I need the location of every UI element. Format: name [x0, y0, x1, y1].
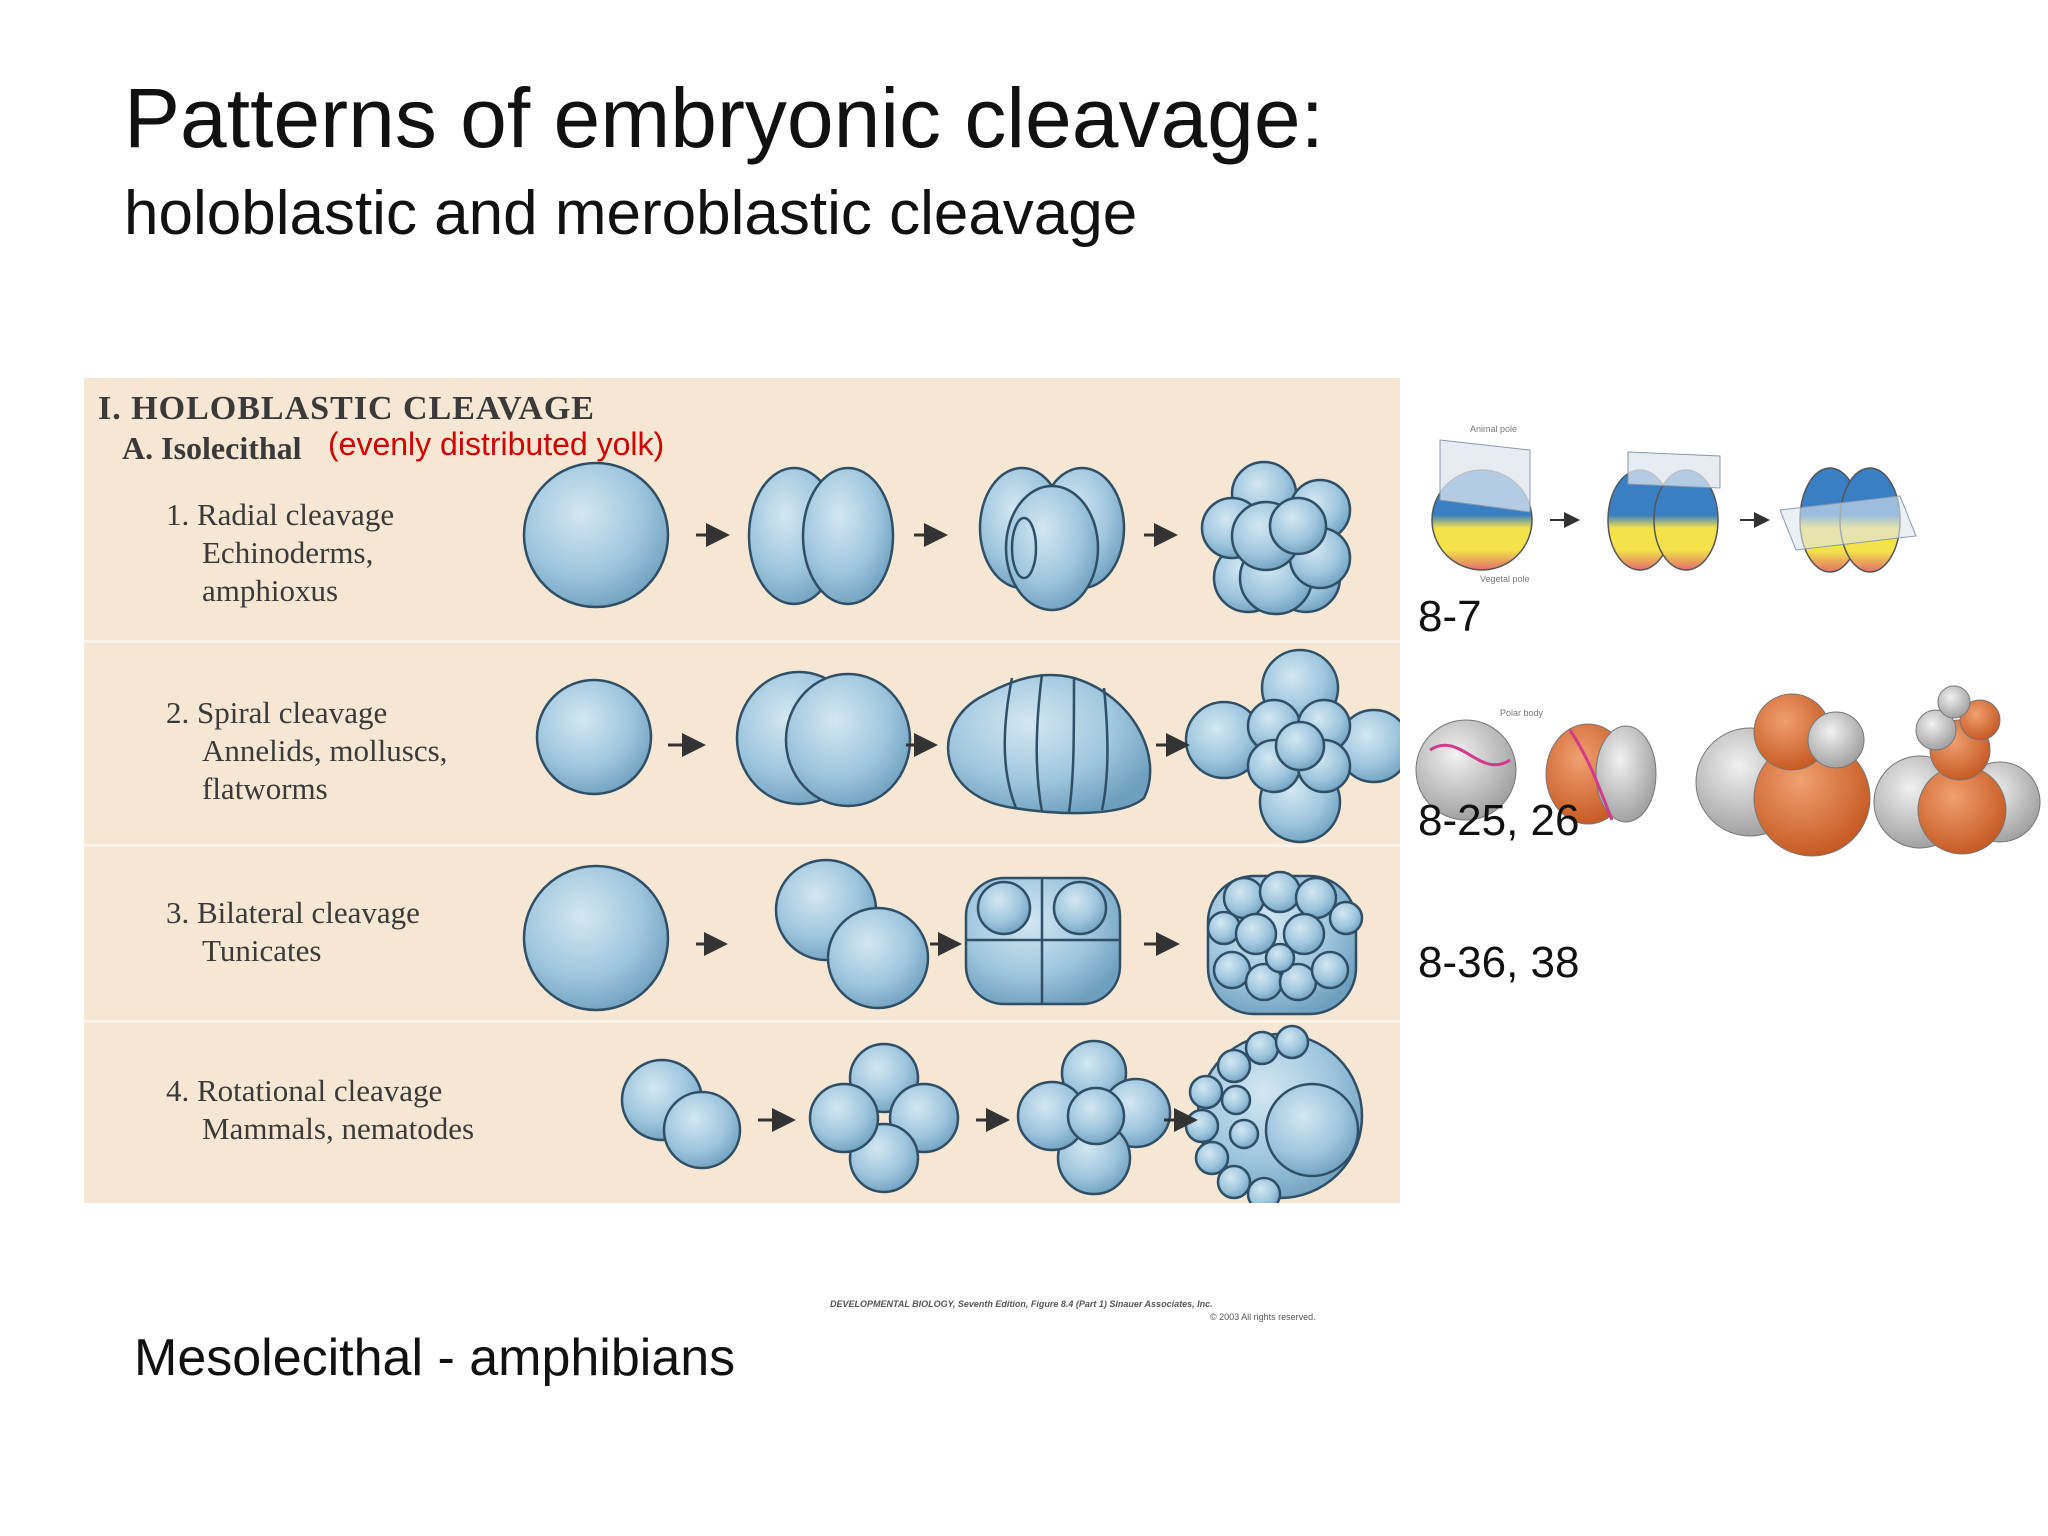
radial-stage-3	[978, 466, 1126, 612]
spiral-stage-4	[1184, 648, 1400, 844]
progression-arrows	[668, 523, 1198, 1132]
figure-reference-1: 8-7	[1418, 592, 1482, 641]
figure-reference-2: 8-25, 26	[1418, 796, 1580, 845]
bilateral-stage-2	[774, 858, 930, 1010]
row-label-line: Tunicates	[202, 933, 322, 968]
row-label-rotational: 4. Rotational cleavage Mammals, nematode…	[166, 1072, 474, 1148]
row-label-line: flatworms	[202, 771, 328, 806]
polar-body-label: Polar body	[1500, 708, 1544, 718]
radial-stage-1	[522, 461, 670, 609]
row-label-line: 2. Spiral cleavage	[166, 695, 388, 730]
row-label-line: Echinoderms,	[202, 535, 374, 570]
row-divider	[84, 1020, 1400, 1023]
row-label-spiral: 2. Spiral cleavage Annelids, molluscs, f…	[166, 694, 447, 808]
amphibian-egg-stage-3	[1779, 467, 1917, 573]
subsection-heading: A. Isolecithal	[122, 430, 302, 466]
vegetal-pole-label: Vegetal pole	[1480, 574, 1530, 584]
rotational-stage-2	[808, 1042, 960, 1194]
right-side-figures: Animal pole Vegetal pole Polar body	[1415, 424, 2041, 857]
holoblastic-cleavage-figure: I. HOLOBLASTIC CLEAVAGE A. Isolecithal (…	[84, 378, 1400, 1203]
row-label-line: 3. Bilateral cleavage	[166, 895, 420, 930]
amphibian-egg-stage-2	[1607, 451, 1721, 571]
row-label-line: 4. Rotational cleavage	[166, 1073, 443, 1108]
row-label-radial: 1. Radial cleavage Echinoderms, amphioxu…	[166, 496, 394, 610]
spiral-embryo-stage-2	[1545, 723, 1657, 825]
credit-line: DEVELOPMENTAL BIOLOGY, Seventh Edition, …	[830, 1299, 1213, 1309]
slide-subtitle: holoblastic and meroblastic cleavage	[124, 179, 1138, 248]
spiral-stage-2	[735, 670, 912, 808]
credit-line: © 2003 All rights reserved.	[1210, 1312, 1316, 1322]
yolk-note: (evenly distributed yolk)	[328, 426, 665, 462]
spiral-embryo-stage-4	[1873, 685, 2041, 855]
row-divider	[84, 844, 1400, 847]
slide-title: Patterns of embryonic cleavage:	[124, 71, 1324, 165]
animal-pole-label: Animal pole	[1470, 424, 1517, 434]
spiral-embryo-stage-3	[1695, 693, 1871, 857]
bilateral-stage-3	[964, 876, 1122, 1006]
section-heading: I. HOLOBLASTIC CLEAVAGE	[98, 390, 595, 427]
radial-stage-4	[1200, 460, 1352, 616]
row-label-line: 1. Radial cleavage	[166, 497, 395, 532]
cleavage-plane	[1439, 439, 1531, 513]
bilateral-stage-4	[1206, 870, 1364, 1016]
spiral-cleavage-figure: Polar body	[1415, 685, 2041, 857]
row-label-line: Mammals, nematodes	[202, 1111, 475, 1146]
figure-credit: DEVELOPMENTAL BIOLOGY, Seventh Edition, …	[830, 1298, 1316, 1324]
spiral-stage-1	[535, 678, 653, 796]
cleavage-stage-drawings	[522, 460, 1400, 1203]
radial-stage-2	[747, 466, 895, 606]
rotational-stage-4	[1184, 1024, 1364, 1203]
row-label-line: amphioxus	[202, 573, 339, 608]
row-divider	[84, 640, 1400, 643]
figure-reference-3: 8-36, 38	[1418, 938, 1580, 987]
spiral-stage-3	[946, 673, 1152, 815]
amphibian-cleavage-figure: Animal pole Vegetal pole	[1431, 424, 1917, 584]
bilateral-stage-1	[522, 864, 670, 1012]
row-label-line: Annelids, molluscs,	[202, 733, 448, 768]
mesolecithal-label: Mesolecithal - amphibians	[134, 1329, 736, 1387]
rotational-stage-3	[1016, 1039, 1172, 1196]
rotational-stage-1	[620, 1058, 742, 1170]
row-label-bilateral: 3. Bilateral cleavage Tunicates	[166, 894, 420, 970]
